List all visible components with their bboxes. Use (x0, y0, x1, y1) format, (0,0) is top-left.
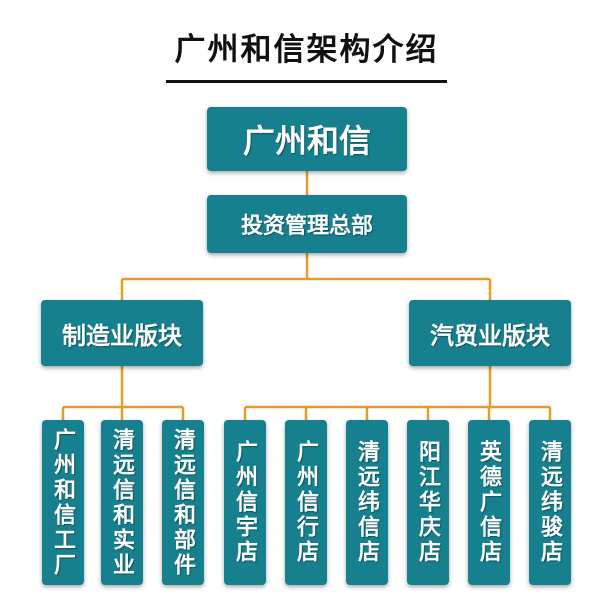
unit-yingde-guangxin-store: 英德广信店 (468, 420, 510, 585)
hq-node: 投资管理总部 (207, 195, 407, 253)
page-title: 广州和信架构介绍 (174, 32, 439, 68)
root-node: 广州和信 (207, 107, 407, 171)
division-manufacturing: 制造业版块 (41, 300, 203, 366)
unit-qingyuan-xinhe-parts: 清远信和部件 (162, 420, 204, 585)
unit-yangjiang-huaqing-store: 阳江华庆店 (407, 420, 449, 585)
unit-qingyuan-xinhe-industry: 清远信和实业 (101, 420, 143, 585)
unit-qingyuan-weijun-store: 清远纬骏店 (529, 420, 571, 585)
unit-guangzhou-xinxing-store: 广州信行店 (285, 420, 327, 585)
unit-guangzhou-hexin-factory: 广州和信工厂 (42, 420, 84, 585)
unit-qingyuan-weixin-store: 清远纬信店 (346, 420, 388, 585)
title-underline (166, 80, 447, 83)
unit-guangzhou-xinyu-store: 广州信宇店 (224, 420, 266, 585)
division-auto-trade: 汽贸业版块 (409, 300, 571, 366)
